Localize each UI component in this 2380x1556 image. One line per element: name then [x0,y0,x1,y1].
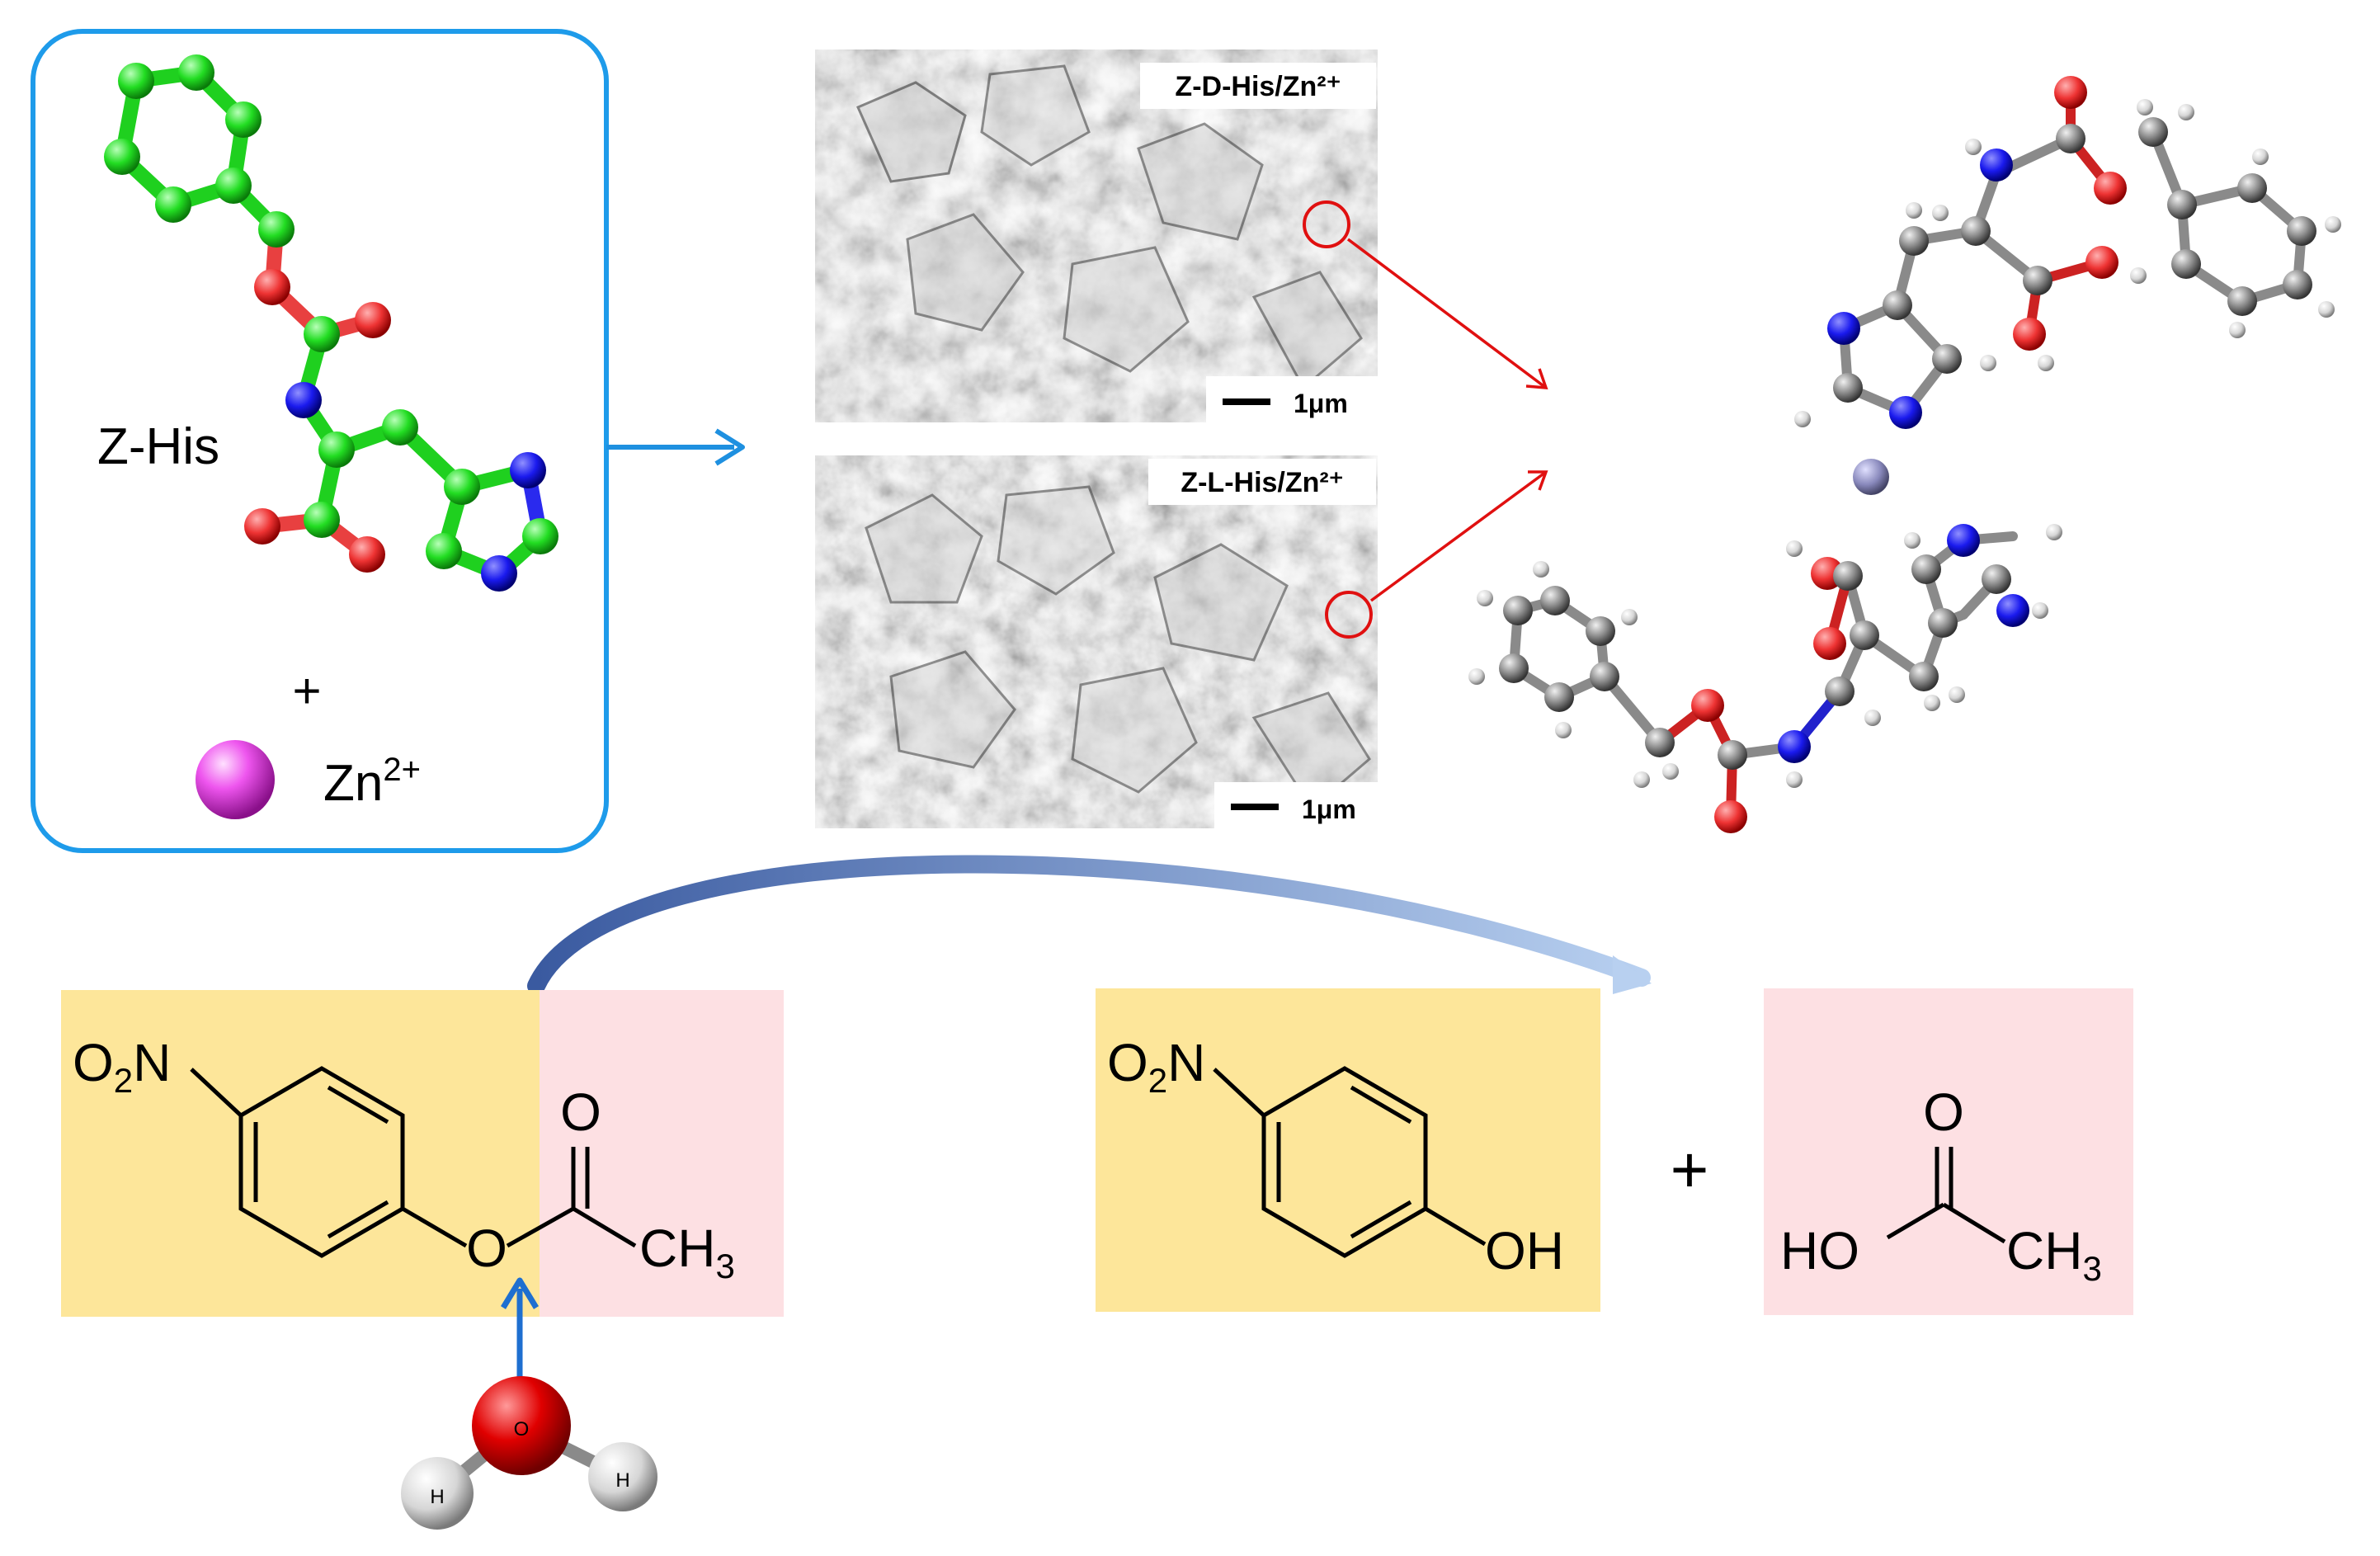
water-oxygen-label: O [514,1418,530,1440]
carbonyl-oxygen-label: O [560,1082,601,1142]
sem-highlight-circle [1325,591,1373,639]
methyl-group-label: CH3 [639,1219,735,1285]
phenol-nitro-group: O2N [1107,1033,1205,1100]
zinc-ion-sphere [196,740,275,819]
product-acetic-acid: O HO CH3 [1764,988,2133,1315]
reactant-4-nitrophenyl-acetate: O2N O O CH3 [61,990,784,1317]
sem-image-z-d-his: Z-D-His/Zn²⁺ 1μm [815,50,1378,422]
box-to-sem-arrow [606,428,745,466]
z-his-label: Z-His [97,418,219,475]
phenol-yellow-region [1096,988,1600,1312]
product-4-nitrophenol: O2N OH [1096,988,1600,1312]
acid-pink-region [1764,988,2133,1315]
zinc-atom [1853,459,1889,495]
water-oxygen [472,1376,571,1475]
precursor-plus-sign: + [292,663,321,719]
zn-complex-3d-model [1468,76,2341,833]
sem-image-z-l-his: Z-L-His/Zn²⁺ 1μm [815,455,1378,828]
water-attack-arrow [501,1277,539,1386]
phenol-hydroxyl-label: OH [1485,1221,1564,1280]
water-h-left-label: H [430,1486,444,1508]
precursor-box: Z-His + Zn2+ [31,29,609,853]
reactant-nitro-group: O2N [73,1033,171,1100]
reactant-pink-region [540,990,784,1317]
scale-bar-label: 1μm [1294,389,1348,418]
precursor-box-border [31,29,609,853]
zinc-ion-label: Zn2+ [323,752,421,812]
water-h-right-label: H [615,1469,629,1492]
sem-sample-label: Z-L-His/Zn²⁺ [1181,467,1343,498]
reactant-yellow-region [61,990,540,1317]
sem-highlight-circle [1303,200,1350,248]
sem-sample-label: Z-D-His/Zn²⁺ [1175,71,1341,102]
sem-label-box [1140,63,1376,109]
products-plus-sign: + [1671,1133,1709,1206]
z-his-ball-and-stick-model [104,54,558,592]
water-molecule: O H H [401,1376,657,1530]
scale-bar-label: 1μm [1302,795,1356,824]
water-hydrogen-right [588,1442,657,1511]
acid-methyl-label: CH3 [2006,1221,2102,1288]
curved-arrow-head [1613,955,1652,994]
acid-carbonyl-oxygen: O [1923,1082,1964,1142]
acid-hydroxyl-label: HO [1780,1221,1859,1280]
water-hydrogen-left [401,1457,474,1530]
ester-oxygen-label: O [466,1219,507,1278]
curved-transfer-arrow [527,855,1651,995]
sem-label-box [1148,459,1376,505]
sem-to-structure-arrows [1346,238,1548,602]
